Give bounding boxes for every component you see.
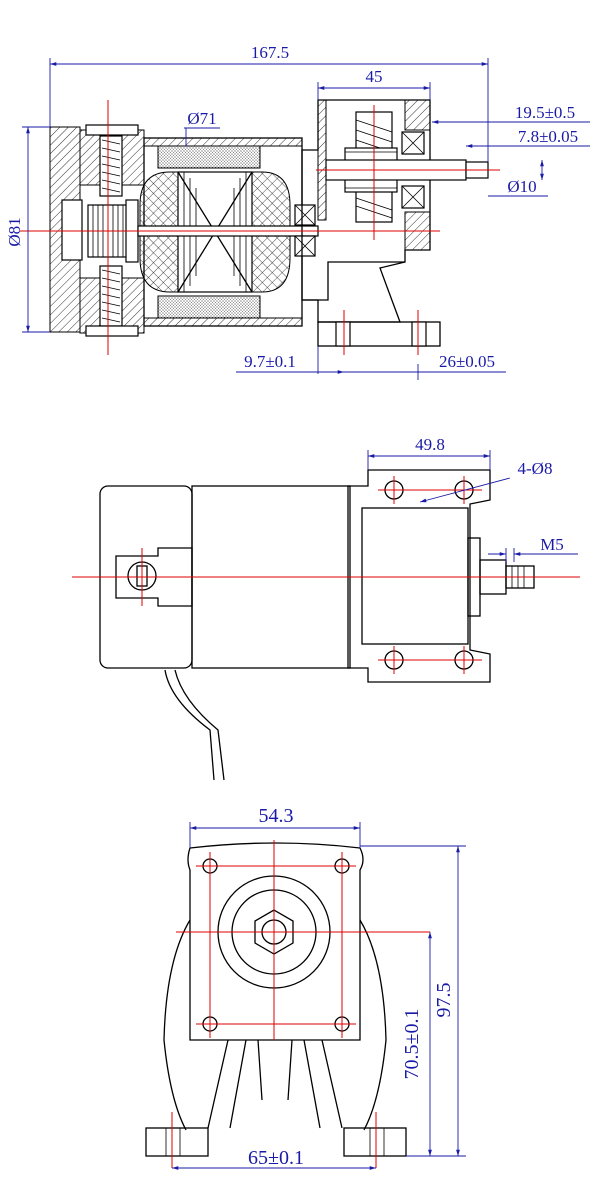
dim-rotor-diameter: Ø71 <box>187 109 216 128</box>
dim-mount-length: 26±0.05 <box>439 352 495 371</box>
dim-thread: M5 <box>540 535 564 554</box>
dim-shaft-diameter: Ø10 <box>507 177 536 196</box>
dim-shaft-step: 7.8±0.05 <box>518 127 578 146</box>
top-view: 49.8 4-Ø8 M5 <box>72 435 580 781</box>
bracket-right <box>359 919 387 1131</box>
dim-housing-diameter: Ø81 <box>5 217 24 246</box>
dim-shaft-length: 19.5±0.5 <box>515 103 575 122</box>
dim-mount-offset: 9.7±0.1 <box>244 352 296 371</box>
terminal-block <box>115 547 193 607</box>
dim-hole-spacing: 49.8 <box>415 435 445 454</box>
lead-wire-2 <box>174 669 225 781</box>
dim-overall-length: 167.5 <box>251 43 289 62</box>
foot-left <box>145 1127 209 1157</box>
dim-flange-width: 54.3 <box>259 805 294 827</box>
dim-gear-width: 45 <box>366 67 383 86</box>
lead-wire-1 <box>164 669 215 781</box>
gearbox-top <box>347 469 491 683</box>
dim-hole-spec: 4-Ø8 <box>518 459 553 478</box>
magnet-top <box>157 145 261 169</box>
dim-center-height: 70.5±0.1 <box>401 1009 423 1080</box>
end-view: 54.3 70.5±0.1 97.5 65±0.1 <box>145 805 466 1170</box>
brush-holder-top <box>79 124 145 197</box>
flange-plate <box>187 842 364 1041</box>
foot-right <box>343 1127 407 1157</box>
mounting-foot <box>317 321 441 347</box>
brush-holder-bottom <box>79 265 145 337</box>
magnet-bottom <box>157 295 261 319</box>
side-section-view: 167.5 45 Ø81 Ø71 19.5±0.5 7.8±0.05 Ø10 9… <box>5 43 590 380</box>
dim-foot-spacing: 65±0.1 <box>248 1147 304 1169</box>
bracket-left <box>163 919 191 1131</box>
dim-total-height: 97.5 <box>433 983 455 1018</box>
